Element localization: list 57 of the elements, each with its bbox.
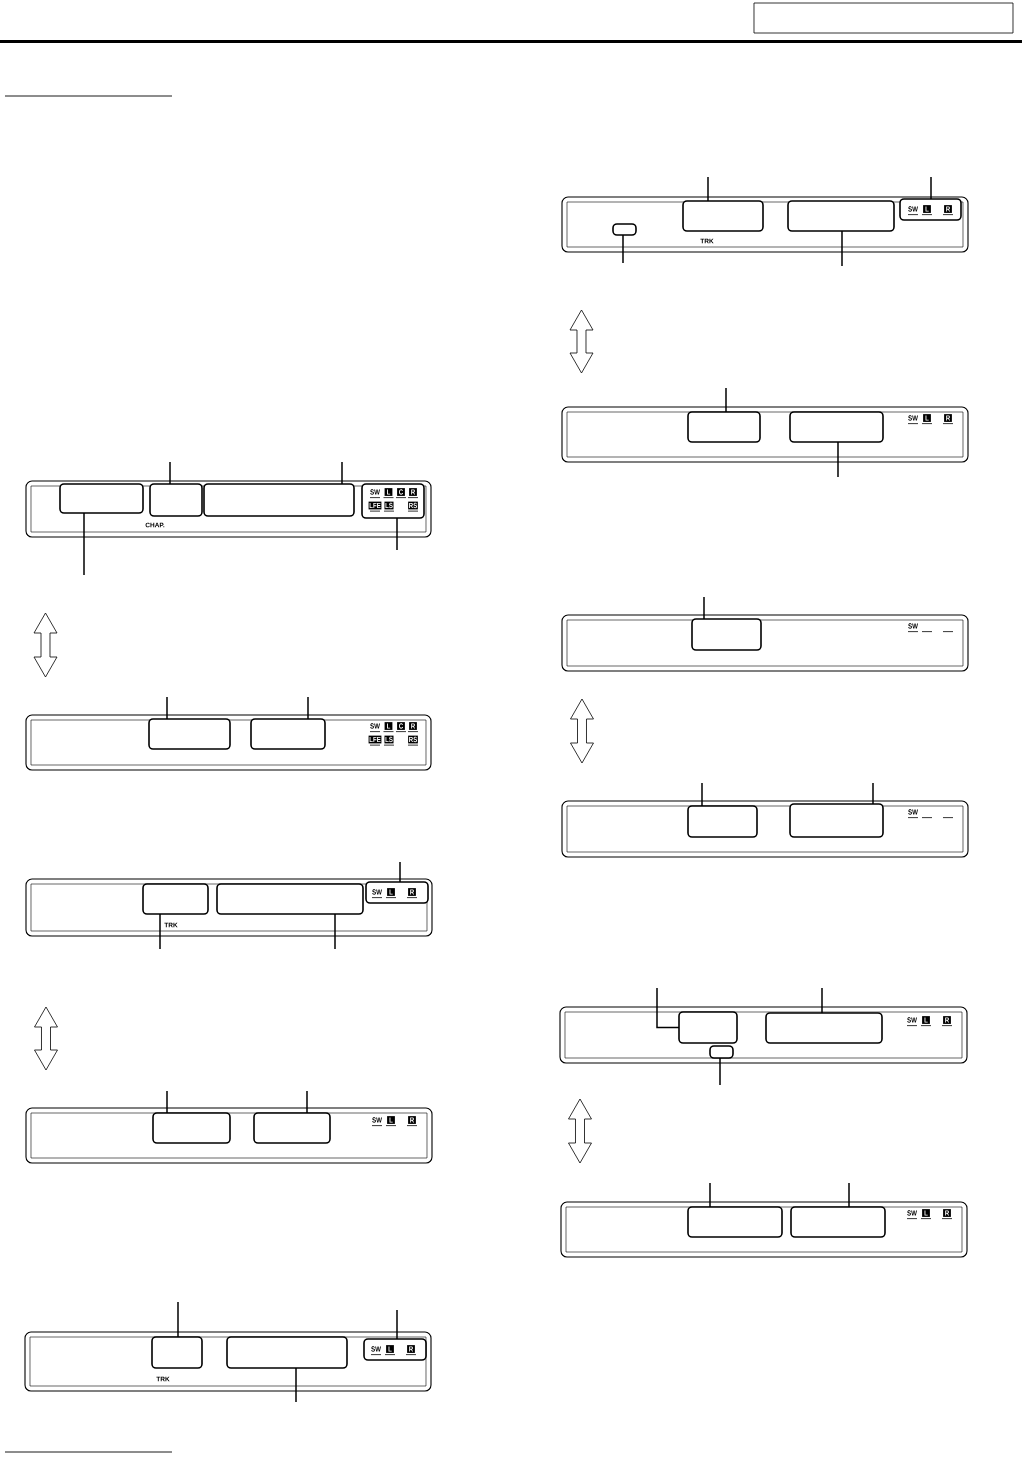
leader-line (169, 461, 171, 485)
leader-line (719, 1057, 721, 1086)
highlight-box (790, 1206, 886, 1238)
leader-line (83, 512, 85, 576)
leader-line (177, 1301, 179, 1338)
highlight-box (152, 1112, 231, 1144)
highlight-box (678, 1011, 738, 1044)
highlight-box (253, 1112, 331, 1144)
highlight-box (250, 718, 326, 750)
highlight-box (765, 1012, 883, 1044)
double-arrow (570, 698, 594, 764)
highlight-box (789, 803, 884, 838)
leader-line (396, 1309, 398, 1340)
leader-line (841, 230, 843, 267)
highlight-box (787, 200, 895, 232)
highlight-box (687, 411, 761, 443)
highlight-box (226, 1336, 348, 1369)
highlight-box (691, 618, 762, 651)
leader-line (166, 696, 168, 720)
double-arrow (33, 612, 58, 678)
leader-line (622, 234, 624, 264)
highlight-box (151, 1336, 203, 1369)
highlight-box (149, 483, 203, 517)
leader-line (703, 596, 705, 620)
highlight-box (148, 718, 231, 750)
highlight-box (142, 883, 209, 915)
leader-line (399, 861, 401, 883)
highlight-box (682, 200, 764, 232)
leader-line (166, 1090, 168, 1114)
leader-line (837, 441, 839, 478)
highlight-box (203, 483, 355, 517)
leader-line (396, 517, 398, 551)
leader-line (707, 176, 709, 202)
leader-line (701, 782, 703, 807)
highlight-box (789, 411, 884, 443)
leader-line (725, 387, 727, 413)
highlight-box (612, 223, 637, 236)
double-arrow (569, 309, 594, 374)
double-arrow (34, 1006, 58, 1071)
highlight-box (687, 1206, 783, 1238)
highlight-box (216, 883, 364, 915)
leader-line (341, 461, 343, 485)
leader-line (307, 696, 309, 720)
highlight-box (59, 483, 144, 514)
leader-line (821, 987, 823, 1014)
leader-line (334, 913, 336, 950)
leader-line (656, 987, 680, 1029)
leader-line (295, 1367, 297, 1403)
leader-line (159, 913, 161, 950)
double-arrow (568, 1098, 592, 1164)
leader-line (848, 1182, 850, 1208)
leader-line (306, 1090, 308, 1114)
leader-line (709, 1182, 711, 1208)
highlight-box (709, 1045, 734, 1059)
highlight-box (687, 805, 758, 838)
leader-line (872, 782, 874, 805)
leader-line (930, 176, 932, 200)
